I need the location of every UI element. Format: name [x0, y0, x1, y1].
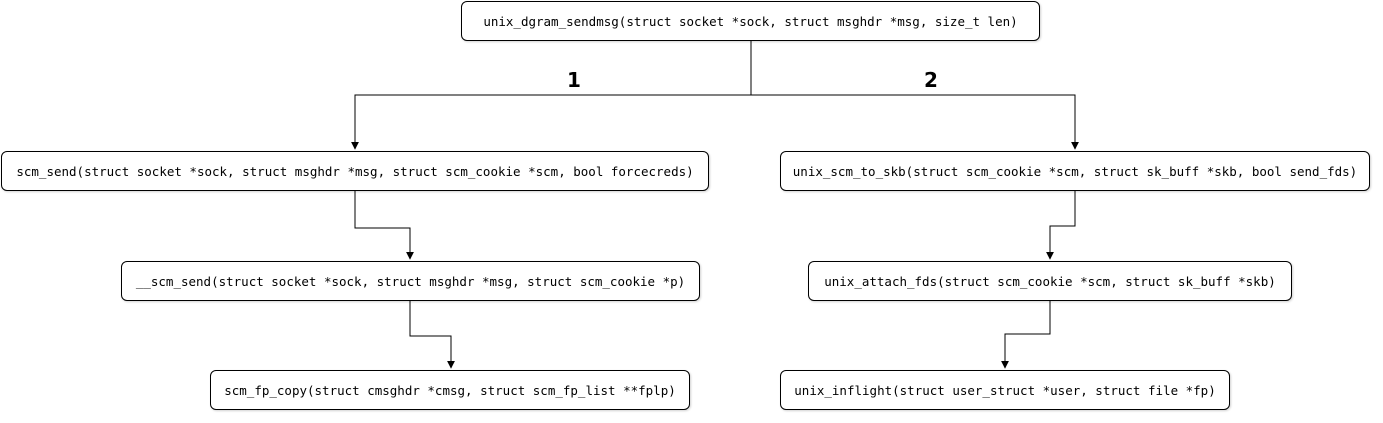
node-label: scm_send(struct socket *sock, struct msg…	[16, 163, 694, 179]
node-label: __scm_send(struct socket *sock, struct m…	[135, 273, 686, 289]
edge-root-to-scm-send	[351, 41, 752, 150]
edge-__scm-send-to-scm-fp-copy	[409, 301, 455, 369]
node-label: unix_inflight(struct user_struct *user, …	[794, 382, 1216, 398]
edge-unix-scm-to-skb-to-unix-attach-fds	[1046, 191, 1076, 260]
branch-label-1: 1	[567, 68, 581, 92]
node-scm-fp-copy: scm_fp_copy(struct cmsghdr *cmsg, struct…	[210, 370, 690, 410]
edge-scm-send-to-__scm-send	[354, 191, 414, 260]
node-label: unix_attach_fds(struct scm_cookie *scm, …	[824, 273, 1276, 289]
node-unix-inflight: unix_inflight(struct user_struct *user, …	[780, 370, 1230, 410]
node-unix-attach-fds: unix_attach_fds(struct scm_cookie *scm, …	[808, 261, 1292, 301]
node-unix-dgram-sendmsg: unix_dgram_sendmsg(struct socket *sock, …	[461, 1, 1040, 41]
node-label: scm_fp_copy(struct cmsghdr *cmsg, struct…	[224, 382, 676, 398]
edge-root-to-unix-scm-to-skb	[751, 94, 1079, 150]
node-unix-scm-to-skb: unix_scm_to_skb(struct scm_cookie *scm, …	[780, 151, 1370, 191]
node-label: unix_scm_to_skb(struct scm_cookie *scm, …	[792, 163, 1358, 179]
node-__scm-send: __scm_send(struct socket *sock, struct m…	[121, 261, 700, 301]
node-scm-send: scm_send(struct socket *sock, struct msg…	[1, 151, 709, 191]
branch-label-2: 2	[924, 68, 938, 92]
edge-unix-attach-fds-to-unix-inflight	[1001, 301, 1051, 369]
node-label: unix_dgram_sendmsg(struct socket *sock, …	[483, 13, 1018, 29]
